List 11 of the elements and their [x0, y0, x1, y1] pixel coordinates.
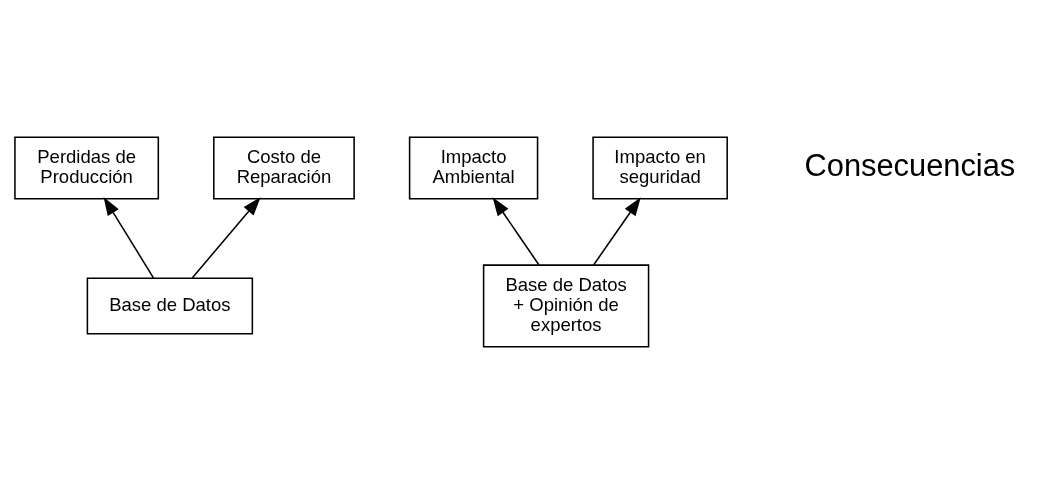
arrow [103, 196, 155, 279]
node-box: Perdidas de Producción [14, 135, 160, 200]
arrow [191, 196, 261, 279]
node-box: Impacto en seguridad [592, 135, 728, 200]
label: Consecuencias [804, 147, 1016, 183]
node-box: Costo de Reparación [213, 135, 355, 200]
node-box: Base de Datos + Opinión de expertos [482, 263, 650, 348]
node-box: Base de Datos [86, 276, 254, 334]
node-box: Impacto Ambiental [408, 135, 539, 200]
arrow [492, 196, 540, 265]
arrow [593, 196, 641, 265]
